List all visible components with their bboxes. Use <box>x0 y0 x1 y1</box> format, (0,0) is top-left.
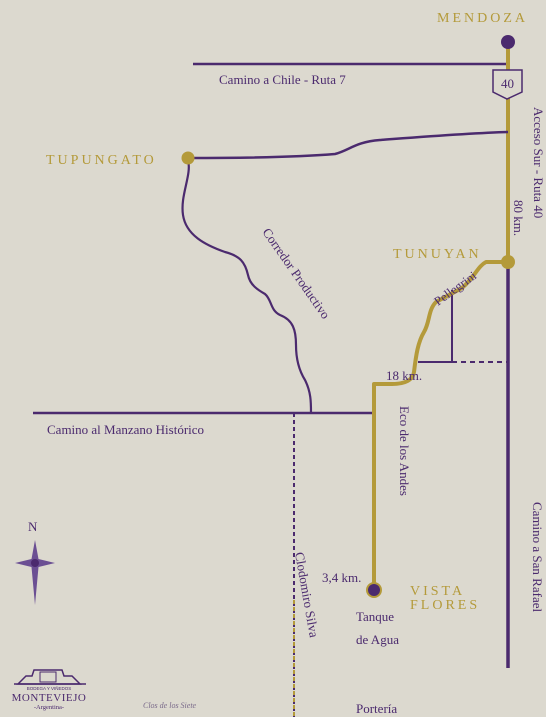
winery-building-icon <box>16 669 82 685</box>
porteria-label: Portería <box>356 701 397 716</box>
monteviejo-logo: BODEGA Y VIÑEDOS MONTEVIEJO -Argentina- <box>12 669 87 711</box>
tunuyan-label: TUNUYAN <box>393 247 482 262</box>
manzano-label: Camino al Manzano Histórico <box>47 422 204 437</box>
tanque-label-2: de Agua <box>356 632 399 647</box>
gold-route-tunuyan-vistaflores <box>372 260 508 590</box>
distance-34-label: 3,4 km. <box>322 570 361 585</box>
vista-label: VISTA <box>410 584 465 599</box>
pellegrini-label: Pellegrini <box>432 268 480 308</box>
clos-signature: Clos de los Siete <box>143 701 197 710</box>
mendoza-marker <box>501 35 515 49</box>
san-rafael-label: Camino a San Rafael <box>530 502 545 612</box>
compass-rose: N <box>15 519 55 605</box>
corredor-productivo-label: Corredor Productivo <box>260 225 334 321</box>
tupungato-label: TUPUNGATO <box>46 153 157 168</box>
acceso-sur-label: Acceso Sur - Ruta 40 <box>531 107 546 218</box>
brand-country: -Argentina- <box>34 704 64 711</box>
distance-80-label: 80 km. <box>511 200 526 236</box>
corredor-productivo-road <box>181 159 313 414</box>
svg-text:40: 40 <box>501 76 514 91</box>
tunuyan-marker <box>501 255 515 269</box>
brand-tagline: BODEGA Y VIÑEDOS <box>27 685 72 691</box>
flores-label: FLORES <box>410 598 480 613</box>
distance-18-label: 18 km. <box>386 368 422 383</box>
tupungato-road <box>187 130 509 160</box>
tanque-label-1: Tanque <box>356 609 394 624</box>
route-40-shield: 40 <box>492 69 523 100</box>
eco-andes-label: Eco de los Andes <box>397 406 412 496</box>
compass-star-icon <box>15 540 55 605</box>
tupungato-marker <box>181 151 195 165</box>
mendoza-label: MENDOZA <box>437 11 528 26</box>
vista-flores-marker <box>366 582 382 598</box>
clodomiro-silva-label: Clodomiro Silva <box>292 551 322 639</box>
brand-name: MONTEVIEJO <box>12 692 87 704</box>
north-label: N <box>28 519 38 534</box>
camino-chile-label: Camino a Chile - Ruta 7 <box>219 72 346 87</box>
